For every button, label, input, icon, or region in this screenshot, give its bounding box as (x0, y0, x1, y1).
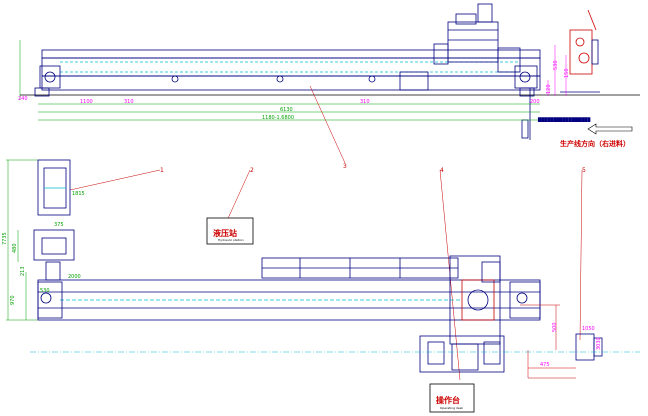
flow-direction-label: 生产线方向（右进料） (560, 139, 630, 148)
hydraulic-station-sub: Hydraulic station (218, 238, 244, 242)
operating-desk-label: 操作台 (436, 395, 460, 405)
dim-b2: 475 (540, 362, 550, 368)
dim-b4: 3030 (596, 337, 602, 350)
dim-seg3: 310 (360, 99, 370, 105)
dim-d3: 213 (20, 266, 26, 276)
callout-4: 4 (440, 167, 444, 174)
dim-d4: 970 (10, 295, 16, 305)
callout-1: 1 (160, 167, 164, 174)
plan-view (33, 159, 603, 373)
hydraulic-station-box: 液压站 Hydraulic station (206, 217, 254, 245)
dim-seg2: 310 (124, 99, 134, 105)
dim-height1: 530 (553, 60, 559, 70)
callout-3: 3 (343, 163, 347, 170)
dim-height2: 150 (564, 68, 570, 78)
callout-5: 5 (582, 167, 586, 174)
flow-direction-arrow (587, 123, 633, 135)
dim-b3: 1050 (582, 326, 595, 332)
dim-b1: 500 (552, 322, 558, 332)
operating-desk-box: 操作台 Operating desk (429, 383, 475, 413)
top-dimension-lines (38, 45, 567, 121)
dim-d1: 1815 (72, 191, 85, 197)
top-elevation-view (19, 3, 640, 140)
dim-d2: 480 (12, 243, 18, 253)
hydraulic-station-label: 液压站 (213, 228, 237, 238)
dim-left: 240 (18, 96, 28, 102)
callout-2: 2 (250, 167, 254, 174)
left-dimension-lines (6, 159, 38, 321)
dim-seg1: 1100 (80, 99, 93, 105)
operating-desk-sub: Operating desk (440, 406, 463, 410)
dim-d7: 530 (40, 288, 50, 294)
dim-height3: 120 (546, 84, 552, 94)
dim-total: 7735 (2, 232, 8, 245)
dim-overall: 1180-1.6800 (262, 115, 294, 121)
dim-d6: 2000 (68, 274, 81, 280)
dim-right: 200 (530, 99, 540, 105)
dim-d5: 375 (54, 222, 64, 228)
bottom-dimension-lines (520, 304, 576, 379)
flow-note: █████████████████ (537, 117, 591, 122)
callout-lines (69, 85, 583, 381)
dim-travel: 6130 (280, 107, 293, 113)
